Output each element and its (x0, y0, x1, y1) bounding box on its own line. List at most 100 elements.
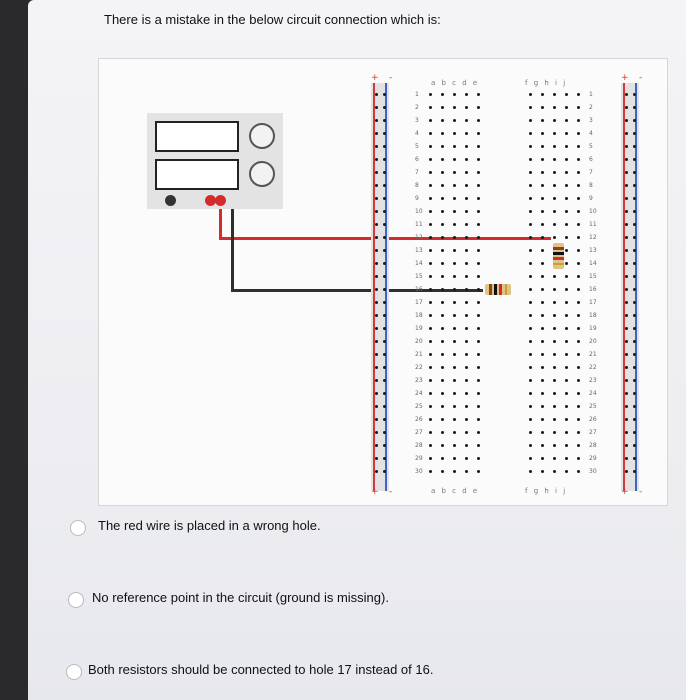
breadboard-hole (429, 340, 432, 343)
breadboard-hole (529, 470, 532, 473)
option-1-radio[interactable] (70, 520, 86, 536)
breadboard-hole (577, 236, 580, 239)
row-number-left: 1 (415, 91, 419, 98)
breadboard-hole (477, 236, 480, 239)
breadboard-hole (529, 392, 532, 395)
row-number-left: 22 (415, 364, 423, 371)
breadboard-hole (565, 275, 568, 278)
column-letters-right: f g h i j (525, 79, 568, 87)
option-3-label[interactable]: Both resistors should be connected to ho… (88, 662, 434, 677)
rail-hole (625, 392, 628, 395)
row-number-left: 8 (415, 182, 419, 189)
rail-hole (625, 405, 628, 408)
row-number-right: 6 (589, 156, 593, 163)
breadboard-hole (577, 379, 580, 382)
rail-hole (633, 184, 636, 187)
row-number-left: 3 (415, 117, 419, 124)
breadboard-hole (465, 93, 468, 96)
breadboard-hole (465, 340, 468, 343)
breadboard-hole (453, 457, 456, 460)
breadboard-hole (553, 106, 556, 109)
breadboard-hole (529, 223, 532, 226)
breadboard-hole (565, 457, 568, 460)
breadboard-hole (465, 379, 468, 382)
option-3-radio[interactable] (66, 664, 82, 680)
rail-hole (625, 379, 628, 382)
breadboard-hole (453, 379, 456, 382)
breadboard-hole (577, 340, 580, 343)
breadboard-hole (453, 262, 456, 265)
breadboard-hole (577, 158, 580, 161)
breadboard-hole (553, 210, 556, 213)
rail-hole (383, 275, 386, 278)
breadboard-hole (577, 249, 580, 252)
breadboard-hole (553, 197, 556, 200)
breadboard-hole (565, 366, 568, 369)
breadboard-hole (577, 132, 580, 135)
breadboard-hole (441, 197, 444, 200)
breadboard-hole (441, 301, 444, 304)
row-number-left: 29 (415, 455, 423, 462)
rail-hole (383, 106, 386, 109)
rail-hole (375, 132, 378, 135)
rail-hole (633, 210, 636, 213)
breadboard-hole (577, 210, 580, 213)
breadboard-hole (553, 275, 556, 278)
option-2-label[interactable]: No reference point in the circuit (groun… (92, 590, 389, 605)
row-number-left: 11 (415, 221, 423, 228)
breadboard-hole (529, 275, 532, 278)
rail-hole (375, 327, 378, 330)
rail-hole (633, 353, 636, 356)
breadboard-hole (553, 431, 556, 434)
breadboard-hole (541, 353, 544, 356)
breadboard-hole (477, 223, 480, 226)
breadboard-hole (465, 262, 468, 265)
option-2-radio[interactable] (68, 592, 84, 608)
breadboard-hole (553, 93, 556, 96)
breadboard-hole (553, 457, 556, 460)
row-number-right: 22 (589, 364, 597, 371)
option-1-label[interactable]: The red wire is placed in a wrong hole. (98, 518, 321, 533)
breadboard-hole (553, 444, 556, 447)
breadboard-hole (565, 470, 568, 473)
breadboard-hole (477, 249, 480, 252)
row-number-right: 19 (589, 325, 597, 332)
rail-hole (383, 132, 386, 135)
breadboard-hole (441, 405, 444, 408)
breadboard-hole (565, 392, 568, 395)
breadboard-hole (565, 158, 568, 161)
breadboard-hole (529, 236, 532, 239)
rail-hole (625, 106, 628, 109)
rail-hole (625, 119, 628, 122)
rail-hole (375, 210, 378, 213)
breadboard-hole (565, 145, 568, 148)
rail-hole (375, 366, 378, 369)
rail-hole (625, 418, 628, 421)
row-number-right: 11 (589, 221, 597, 228)
breadboard-hole (441, 327, 444, 330)
breadboard-hole (541, 119, 544, 122)
row-number-left: 23 (415, 377, 423, 384)
row-number-right: 26 (589, 416, 597, 423)
breadboard-hole (453, 275, 456, 278)
rail-hole (375, 444, 378, 447)
row-number-right: 10 (589, 208, 597, 215)
row-number-right: 2 (589, 104, 593, 111)
row-number-left: 21 (415, 351, 423, 358)
breadboard-hole (477, 301, 480, 304)
row-number-left: 19 (415, 325, 423, 332)
breadboard-hole (565, 184, 568, 187)
rail-hole (625, 301, 628, 304)
breadboard-hole (429, 184, 432, 187)
rail-hole (625, 431, 628, 434)
breadboard-hole (541, 392, 544, 395)
rail-hole (375, 405, 378, 408)
breadboard-hole (441, 249, 444, 252)
breadboard-hole (541, 340, 544, 343)
row-number-right: 21 (589, 351, 597, 358)
rail-hole (633, 93, 636, 96)
rail-hole (383, 145, 386, 148)
breadboard-hole (529, 314, 532, 317)
row-number-right: 4 (589, 130, 593, 137)
breadboard-hole (529, 171, 532, 174)
